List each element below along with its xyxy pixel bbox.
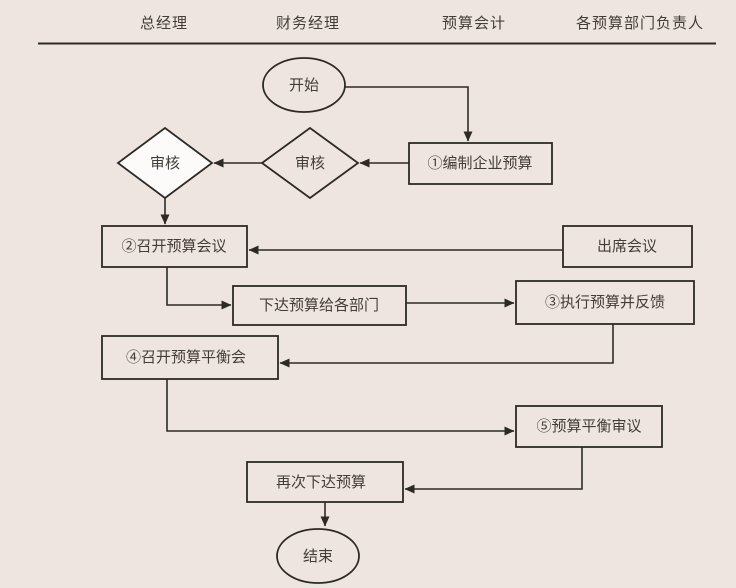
end-terminator-shape: [276, 528, 360, 584]
node-execute-budget-feedback: ③执行预算并反馈: [515, 280, 695, 325]
node-hold-budget-meeting-label: ②召开预算会议: [121, 237, 226, 255]
node-end-label: 结束: [303, 548, 333, 565]
review-general-manager-diamond: [116, 126, 214, 200]
node-issue-budget-label: 下达预算给各部门: [259, 296, 379, 314]
swimlane-header: 总经理 财务经理 预算会计 各预算部门负责人: [38, 14, 716, 45]
balance-review-shape: [515, 405, 663, 448]
connector-start-to-prepare-budget: [345, 86, 473, 142]
node-review-general-manager-label: 审核: [150, 155, 180, 172]
connectors: [160, 86, 614, 527]
lane-label-finance-manager: 财务经理: [276, 15, 340, 32]
node-issue-budget-to-departments: 下达预算给各部门: [232, 285, 407, 326]
hold-budget-meeting-shape: [101, 225, 248, 268]
node-attend-meeting: 出席会议: [562, 225, 693, 268]
node-end: 结束: [276, 528, 360, 584]
node-review-general-manager: 审核: [116, 126, 214, 200]
hold-balance-meeting-shape: [101, 335, 279, 380]
issue-budget-shape: [232, 285, 407, 326]
node-hold-budget-meeting: ②召开预算会议: [101, 225, 248, 268]
connector-balance-meeting-to-balance-review: [166, 379, 515, 436]
node-execute-budget-label: ③执行预算并反馈: [545, 293, 665, 311]
node-balance-review-label: ⑤预算平衡审议: [536, 417, 641, 435]
start-terminator-shape: [262, 57, 346, 113]
attend-meeting-shape: [562, 225, 693, 268]
review-finance-manager-diamond: [260, 126, 360, 200]
lane-label-department-heads: 各预算部门负责人: [576, 14, 704, 32]
node-review-finance-manager: 审核: [260, 126, 360, 200]
node-prepare-budget-label: ①编制企业预算: [427, 154, 532, 172]
node-attend-meeting-label: 出席会议: [597, 238, 657, 255]
node-start-label: 开始: [289, 77, 319, 94]
node-balance-review: ⑤预算平衡审议: [515, 405, 663, 448]
node-hold-balance-meeting-label: ④召开预算平衡会: [126, 348, 246, 366]
node-hold-balance-meeting: ④召开预算平衡会: [101, 335, 279, 380]
execute-budget-shape: [515, 280, 695, 325]
node-reissue-budget-label: 再次下达预算: [276, 473, 366, 491]
connector-execute-budget-to-balance-meeting: [279, 324, 614, 368]
node-prepare-budget: ①编制企业预算: [408, 142, 553, 185]
lane-label-budget-accountant: 预算会计: [442, 14, 506, 32]
connector-balance-review-to-reissue-budget: [404, 447, 583, 494]
reissue-budget-shape: [246, 461, 404, 503]
connector-budget-meeting-to-issue-budget: [166, 267, 232, 310]
node-start: 开始: [262, 57, 346, 113]
node-reissue-budget: 再次下达预算: [246, 461, 404, 503]
node-review-finance-manager-label: 审核: [295, 155, 325, 172]
prepare-budget-shape: [408, 142, 553, 185]
lane-label-general-manager: 总经理: [140, 15, 188, 32]
